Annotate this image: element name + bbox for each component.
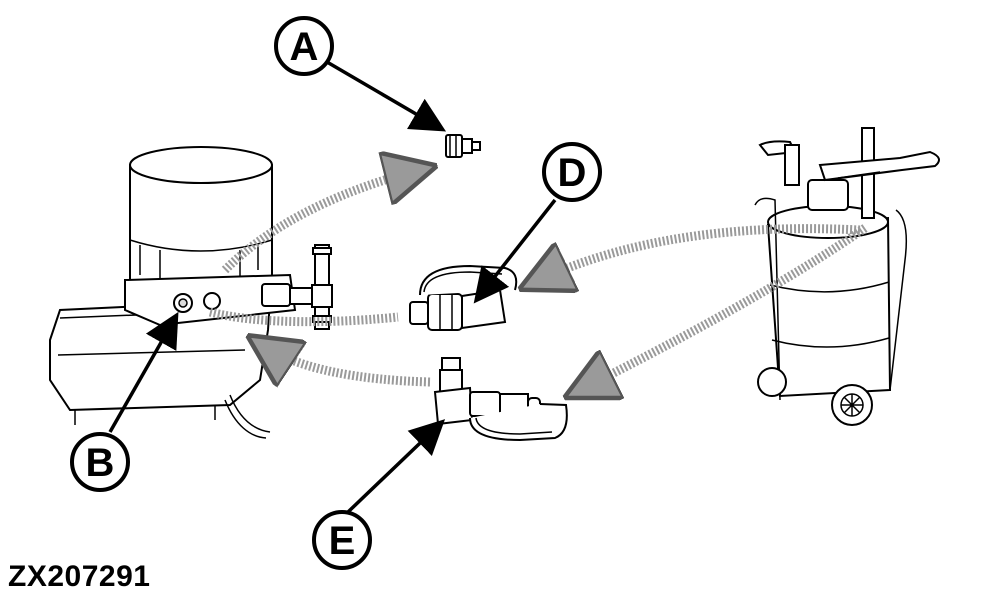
figure-id: ZX207291 xyxy=(8,560,151,593)
leader-b xyxy=(108,311,179,433)
callout-e-label: E xyxy=(329,519,356,563)
fitting-e xyxy=(433,357,568,442)
leader-d xyxy=(473,198,557,304)
leader-a xyxy=(326,60,447,132)
callout-a-label: A xyxy=(290,25,319,69)
lubricator-pump-unit xyxy=(49,146,333,439)
callout-b: B xyxy=(70,432,130,492)
flow-arrow-to-a xyxy=(221,170,420,274)
callout-d: D xyxy=(542,142,602,202)
flow-arrow-pump-to-d xyxy=(208,307,399,327)
leader-e xyxy=(346,419,446,514)
callout-e: E xyxy=(312,510,372,570)
coupler-d xyxy=(409,264,518,331)
flow-arrows xyxy=(208,170,868,390)
leader-lines xyxy=(108,60,557,514)
flow-arrow-e-to-pump xyxy=(262,345,431,382)
grease-fitting-a xyxy=(445,134,481,158)
callout-d-label: D xyxy=(558,151,587,195)
callout-a: A xyxy=(274,16,334,76)
callout-b-label: B xyxy=(86,441,115,485)
flow-arrow-to-d xyxy=(535,224,861,282)
flow-arrow-to-e xyxy=(580,224,868,390)
grease-drum-pump xyxy=(754,127,940,426)
